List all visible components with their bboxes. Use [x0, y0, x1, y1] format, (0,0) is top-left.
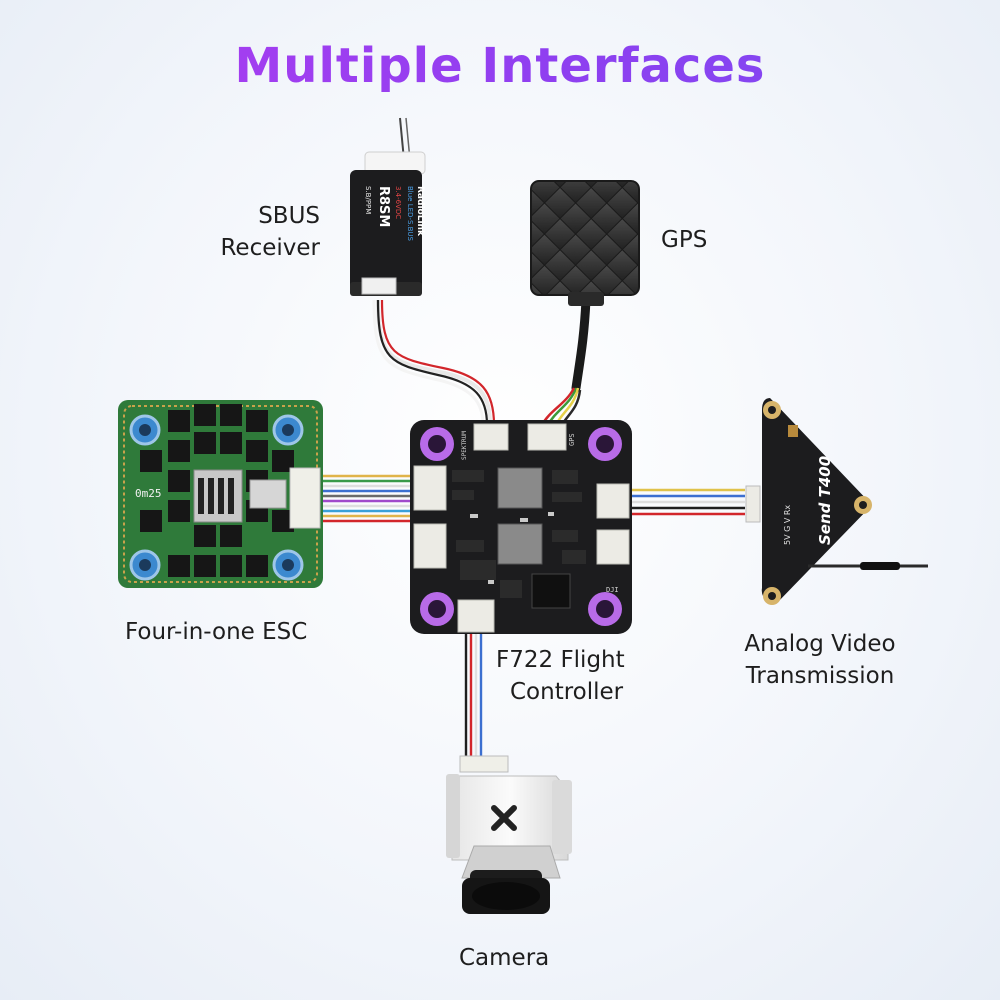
camera-logo-icon	[491, 805, 517, 831]
four-in-one-esc: 0m25	[118, 400, 323, 588]
label-camera: Camera	[459, 945, 550, 971]
gps-module	[530, 180, 640, 306]
fc-gps-text: GPS	[568, 433, 576, 446]
fc-spektrum-text: SPEKTRUM	[461, 431, 468, 460]
receiver-brand-text: RadioLink	[415, 186, 425, 237]
esc-ribbon	[318, 474, 415, 523]
esc-marking-text: 0m25	[135, 487, 162, 500]
label-vtx: Analog Video Transmission	[720, 628, 920, 692]
label-sbus-receiver: SBUS Receiver	[190, 200, 320, 264]
label-vtx-line1: Analog Video	[744, 631, 896, 657]
label-vtx-line2: Transmission	[745, 663, 895, 689]
receiver-wires	[372, 299, 496, 426]
label-fc-line2: Controller	[510, 679, 624, 705]
vtx-wires	[630, 488, 745, 516]
fpv-camera	[446, 755, 572, 914]
receiver-voltage-text: 3.4-6VDC	[394, 186, 402, 219]
label-flight-controller: F722 Flight Controller	[496, 644, 625, 708]
receiver-mode-text: S.B/PPM	[364, 186, 372, 214]
camera-wires	[464, 632, 483, 760]
label-sbus-receiver-line2: Receiver	[220, 235, 320, 261]
page-title: Multiple Interfaces	[0, 38, 1000, 94]
receiver-model-text: R8SM	[376, 186, 391, 227]
gps-cable	[540, 295, 591, 426]
vtx-brand-text: Send T400	[816, 456, 834, 545]
label-fc-line1: F722 Flight	[496, 647, 625, 673]
f722-flight-controller: SPEKTRUM GPS DJI	[410, 420, 632, 634]
label-esc: Four-in-one ESC	[125, 619, 308, 645]
label-sbus-receiver-line1: SBUS	[258, 203, 320, 229]
fc-dji-text: DJI	[606, 586, 619, 594]
sbus-receiver: R8SM 3.4-6VDC S.B/PPM Blue LED-S.BUS Rad…	[350, 117, 426, 296]
receiver-led-text: Blue LED-S.BUS	[406, 186, 414, 242]
analog-vtx: Send T400 5V G V Rx	[745, 398, 928, 605]
label-gps: GPS	[661, 227, 708, 253]
vtx-pins-text: 5V G V Rx	[783, 505, 792, 545]
